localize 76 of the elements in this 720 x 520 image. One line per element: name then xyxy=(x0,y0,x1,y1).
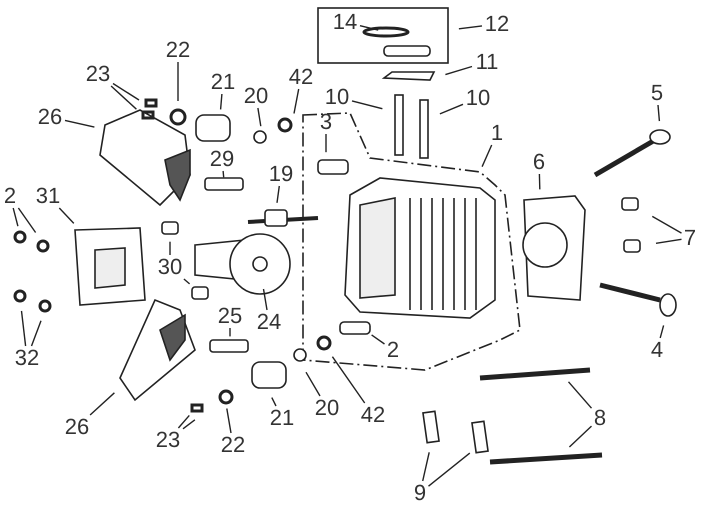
leader-line xyxy=(177,62,179,101)
callout-number: 32 xyxy=(12,347,42,369)
callout-number: 10 xyxy=(463,87,493,109)
leader-line xyxy=(271,397,277,406)
callout-number: 3 xyxy=(318,111,334,133)
leader-line xyxy=(458,25,482,30)
leader-line xyxy=(293,88,300,114)
leader-line xyxy=(568,426,592,448)
leader-line xyxy=(656,238,682,244)
leader-line xyxy=(660,325,664,338)
callout-number: 4 xyxy=(648,339,666,361)
callout-number: 14 xyxy=(330,11,360,33)
leader-line xyxy=(18,208,36,233)
leader-line xyxy=(262,288,268,310)
callout-number: 11 xyxy=(472,51,502,73)
leader-line xyxy=(305,372,321,396)
leader-line xyxy=(352,100,383,110)
callout-number: 7 xyxy=(682,227,698,249)
leader-line xyxy=(481,144,492,167)
callout-number: 2 xyxy=(384,339,402,361)
callout-number: 29 xyxy=(207,148,237,170)
leader-line xyxy=(64,120,95,128)
leader-line xyxy=(568,381,592,409)
leader-line xyxy=(325,134,327,152)
callout-number: 19 xyxy=(266,163,296,185)
leader-line xyxy=(222,170,224,178)
leader-line xyxy=(332,356,366,404)
leader-line xyxy=(652,216,682,234)
leader-line xyxy=(440,104,464,115)
leader-line xyxy=(182,419,196,430)
callout-number: 1 xyxy=(488,122,506,144)
callout-number: 30 xyxy=(155,256,185,278)
callout-number: 20 xyxy=(241,85,271,107)
leader-line xyxy=(58,208,74,224)
callout-number: 22 xyxy=(218,434,248,456)
leader-line xyxy=(445,66,472,76)
callout-number: 2 xyxy=(2,185,18,207)
callout-number: 21 xyxy=(267,407,297,429)
leader-line xyxy=(229,328,231,336)
callout-number: 12 xyxy=(482,13,512,35)
leader-line xyxy=(30,320,42,346)
callout-number: 24 xyxy=(254,311,284,333)
callout-number: 22 xyxy=(163,39,193,61)
callout-number: 26 xyxy=(62,416,92,438)
leader-line xyxy=(112,82,140,101)
leader-line xyxy=(257,108,262,126)
leader-line xyxy=(12,208,19,226)
callout-number: 23 xyxy=(83,63,113,85)
leader-line xyxy=(90,392,115,416)
leader-line xyxy=(183,278,190,284)
callout-number: 5 xyxy=(648,82,666,104)
leader-line xyxy=(371,334,385,345)
callout-number: 20 xyxy=(312,397,342,419)
leader-line xyxy=(226,408,232,434)
callout-number: 21 xyxy=(208,71,238,93)
leader-line xyxy=(220,94,223,110)
callout-number: 31 xyxy=(33,185,63,207)
callout-number: 42 xyxy=(358,404,388,426)
leader-line xyxy=(276,186,280,203)
leader-line xyxy=(538,174,540,190)
callout-number: 9 xyxy=(412,482,428,504)
leader-line xyxy=(110,85,137,110)
leader-line xyxy=(428,452,470,487)
callout-number: 25 xyxy=(215,305,245,327)
callout-number: 42 xyxy=(286,66,316,88)
callout-number: 8 xyxy=(592,407,608,429)
callout-number: 6 xyxy=(530,151,548,173)
leader-line xyxy=(657,104,660,122)
callout-number: 23 xyxy=(153,429,183,451)
callout-number: 10 xyxy=(322,86,352,108)
leader-line xyxy=(20,310,26,346)
leader-line xyxy=(360,25,378,31)
leader-line xyxy=(178,414,190,428)
leader-line xyxy=(422,452,430,482)
callout-number: 26 xyxy=(35,106,65,128)
leader-line xyxy=(169,242,171,255)
